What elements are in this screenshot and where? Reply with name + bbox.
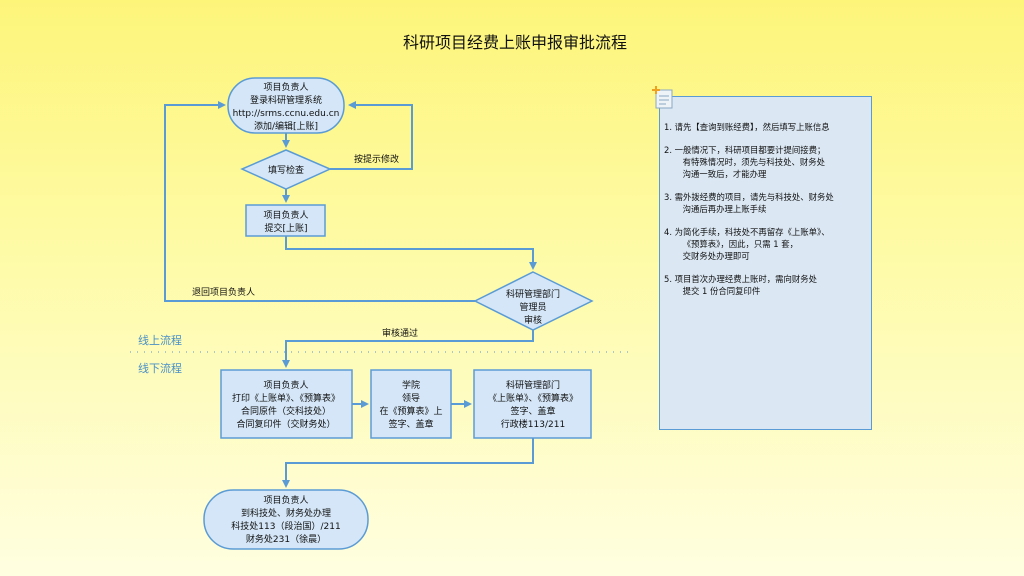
- node-end: 项目负责人 到科技处、财务处办理 科技处113（段治国）/211 财务处231（…: [203, 489, 369, 550]
- node-check: 填写检查: [240, 149, 332, 190]
- node-text: 行政楼113/211: [501, 418, 565, 430]
- note-item: 5. 项目首次办理经费上账时，需向财务处 提交 1 份合同复印件: [664, 274, 818, 296]
- node-text: 签字、盖章: [388, 418, 433, 430]
- node-text: 签字、盖章: [510, 405, 555, 417]
- node-text: 项目负责人: [263, 209, 308, 221]
- edge-dept-end: [282, 438, 534, 488]
- node-text: 到科技处、财务处办理: [241, 507, 331, 519]
- node-text: 项目负责人: [263, 379, 308, 391]
- node-text: 学院: [402, 379, 420, 391]
- node-text: 审核: [524, 314, 542, 326]
- note-item: 4. 为简化手续，科技处不再留存《上账单》、 《预算表》，因此，只需 1 套， …: [664, 227, 830, 261]
- edge-submit-review: [285, 236, 537, 270]
- node-review: 科研管理部门 管理员 审核: [473, 271, 594, 331]
- node-text: 科研管理部门: [506, 288, 560, 300]
- node-text: 《上账单》、《预算表》: [488, 392, 578, 404]
- notes-panel: 1. 请先【查询到账经费】，然后填写上账信息 2. 一般情况下，科研项目都要计提…: [659, 96, 872, 430]
- node-dept: 科研管理部门 《上账单》、《预算表》 签字、盖章 行政楼113/211: [473, 369, 592, 439]
- note-item: 1. 请先【查询到账经费】，然后填写上账信息: [664, 122, 830, 132]
- node-text: 合同原件（交科技处）: [241, 405, 331, 417]
- node-text: 项目负责人: [263, 494, 308, 506]
- node-text: 科研管理部门: [506, 379, 560, 391]
- node-text: 管理员: [519, 301, 546, 313]
- node-submit: 项目负责人 提交[上账]: [245, 204, 326, 237]
- note-item: 3. 需外拨经费的项目，请先与科技处、财务处 沟通后再办理上账手续: [664, 192, 834, 214]
- edge-pass: [282, 330, 534, 368]
- edge-return-loop: [164, 101, 475, 302]
- node-start: 项目负责人 登录科研管理系统 http://srms.ccnu.edu.cn 添…: [227, 77, 345, 134]
- edge-label-return: 退回项目负责人: [192, 286, 255, 298]
- node-text: 财务处231（徐晨）: [246, 533, 326, 545]
- edge-label-pass: 审核通过: [382, 327, 418, 339]
- node-text: 科技处113（段治国）/211: [231, 520, 340, 532]
- node-text: 添加/编辑[上账]: [254, 120, 318, 132]
- node-text: 领导: [402, 392, 420, 404]
- page-title: 科研项目经费上账申报审批流程: [403, 33, 627, 52]
- node-text: 在《预算表》上: [379, 405, 442, 417]
- node-text: 合同复印件（交财务处）: [236, 418, 335, 430]
- node-text: 填写检查: [268, 164, 304, 176]
- node-college: 学院 领导 在《预算表》上 签字、盖章: [370, 369, 452, 439]
- node-text: http://srms.ccnu.edu.cn: [233, 109, 340, 119]
- lane-online: 线上流程: [138, 333, 182, 347]
- lane-offline: 线下流程: [138, 361, 182, 375]
- node-text: 提交[上账]: [264, 222, 307, 234]
- node-print: 项目负责人 打印《上账单》、《预算表》 合同原件（交科技处） 合同复印件（交财务…: [220, 369, 353, 439]
- edge-modify-loop: [330, 101, 413, 170]
- note-item: 2. 一般情况下，科研项目都要计提间接费； 有特殊情况时，须先与科技处、财务处 …: [664, 145, 826, 179]
- node-text: 打印《上账单》、《预算表》: [232, 392, 340, 404]
- edge-label-modify: 按提示修改: [354, 153, 399, 165]
- node-text: 项目负责人: [263, 81, 308, 93]
- node-text: 登录科研管理系统: [250, 94, 322, 106]
- note-icon: [652, 86, 673, 109]
